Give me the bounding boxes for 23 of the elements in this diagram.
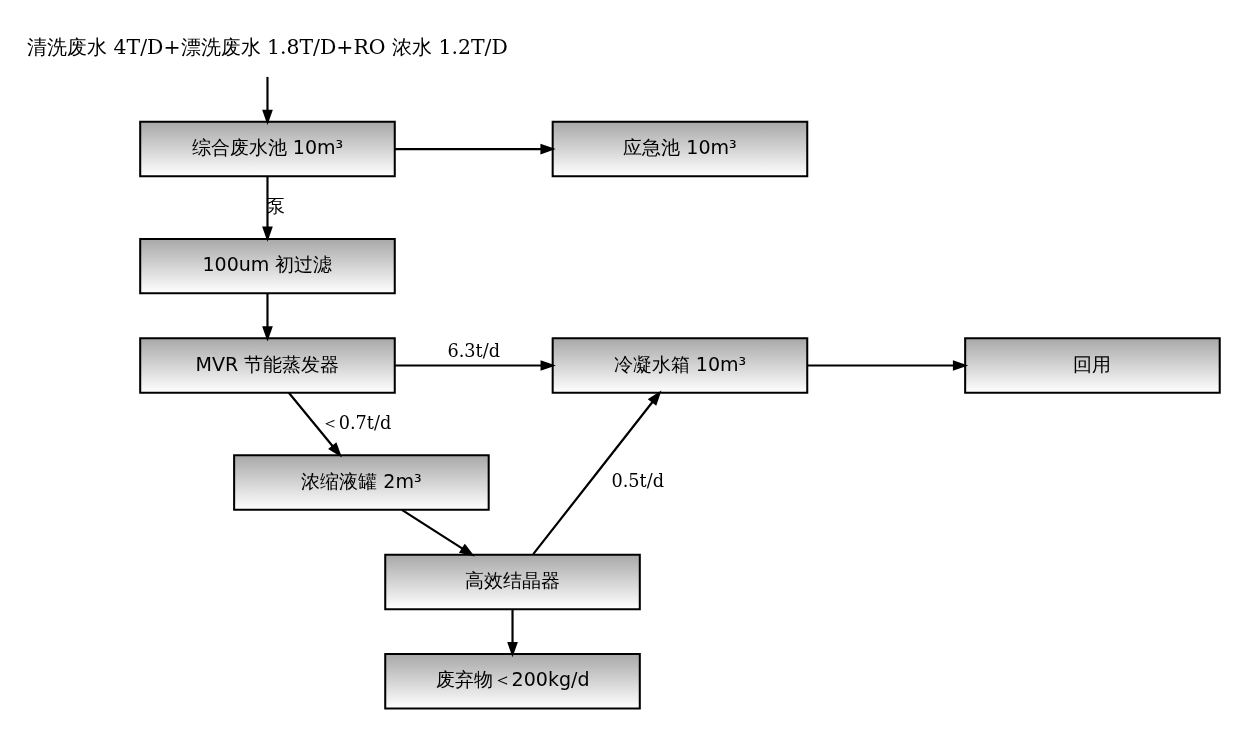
node-box: 浓缩液罐 2m³: [233, 454, 490, 511]
edge-label: 6.3t/d: [447, 340, 500, 361]
arrow: [395, 360, 556, 371]
arrow: [507, 609, 518, 658]
arrow: [287, 392, 342, 458]
arrow: [532, 390, 662, 555]
edge-label: 0.5t/d: [611, 471, 665, 492]
node-text: 清洗废水 4T/D+漂洗废水 1.8T/D+RO 浓水 1.2T/D: [27, 35, 508, 60]
node-box: 高效结晶器: [384, 553, 641, 611]
arrow: [262, 76, 273, 125]
node-box: 废弃物＜200kg/d: [384, 653, 641, 710]
arrow: [262, 176, 273, 242]
arrow: [401, 508, 475, 557]
node-box: 应急池 10m³: [551, 120, 809, 178]
node-box: 综合废水池 10m³: [139, 120, 396, 178]
arrow: [807, 360, 969, 371]
arrow: [262, 293, 273, 342]
arrow: [394, 143, 556, 155]
node-box: MVR 节能蒸发器: [139, 337, 396, 394]
node-box: 100um 初过滤: [139, 237, 396, 295]
edge-label: ＜0.7t/d: [320, 412, 392, 433]
node-box: 冷凝水箱 10m³: [551, 337, 809, 394]
node-box: 回用: [964, 337, 1221, 394]
